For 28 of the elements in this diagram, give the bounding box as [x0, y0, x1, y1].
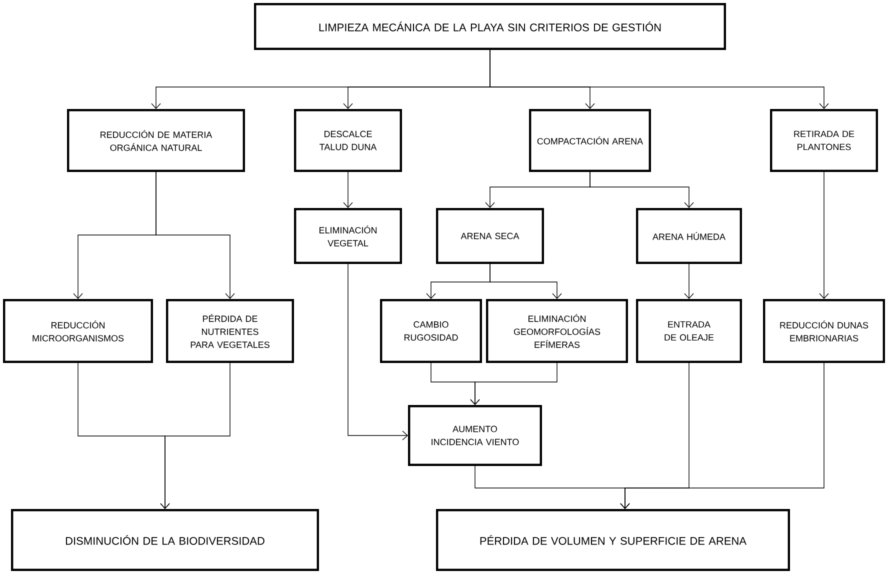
process-box: DISMINUCIÓN DE LA BIODIVERSIDAD — [11, 509, 319, 571]
process-box: PÉRDIDA DE VOLUMEN Y SUPERFICIE DE ARENA — [436, 509, 790, 571]
arrow — [156, 172, 235, 299]
arrow — [490, 264, 562, 299]
process-box: ARENA SECA — [436, 208, 544, 264]
arrow — [490, 50, 829, 109]
arrow — [684, 264, 694, 299]
arrow — [343, 172, 353, 208]
process-box: ENTRADA DE OLEAJE — [636, 299, 742, 363]
arrow — [590, 172, 694, 208]
process-box: AUMENTO INCIDENCIA VIENTO — [408, 405, 542, 466]
process-box: COMPACTACIÓN ARENA — [529, 109, 651, 172]
process-box: ARENA HÚMEDA — [636, 208, 742, 264]
process-box: REDUCCIÓN DUNAS EMBRIONARIAS — [763, 299, 885, 363]
arrow — [819, 172, 829, 299]
process-box: RETIRADA DE PLANTONES — [770, 109, 878, 172]
arrow — [348, 264, 408, 440]
process-box: ELIMINACIÓN VEGETAL — [294, 208, 402, 264]
arrow — [620, 362, 824, 509]
process-box: DESCALCE TALUD DUNA — [294, 109, 402, 172]
process-box: ELIMINACIÓN GEOMORFOLOGÍAS EFÍMERAS — [486, 299, 628, 363]
process-box: CAMBIO RUGOSIDAD — [380, 299, 482, 363]
process-box: REDUCCIÓN MICROORGANISMOS — [3, 299, 153, 363]
process-box: LIMPIEZA MECÁNICA DE LA PLAYA SIN CRITERIOS DE GESTIÓN — [254, 3, 726, 50]
process-box: PÉRDIDA DE NUTRIENTES PARA VEGETALES — [166, 299, 294, 363]
arrow — [470, 362, 558, 405]
process-box: REDUCCIÓN DE MATERIA ORGÁNICA NATURAL — [67, 109, 245, 172]
arrow — [160, 362, 230, 509]
